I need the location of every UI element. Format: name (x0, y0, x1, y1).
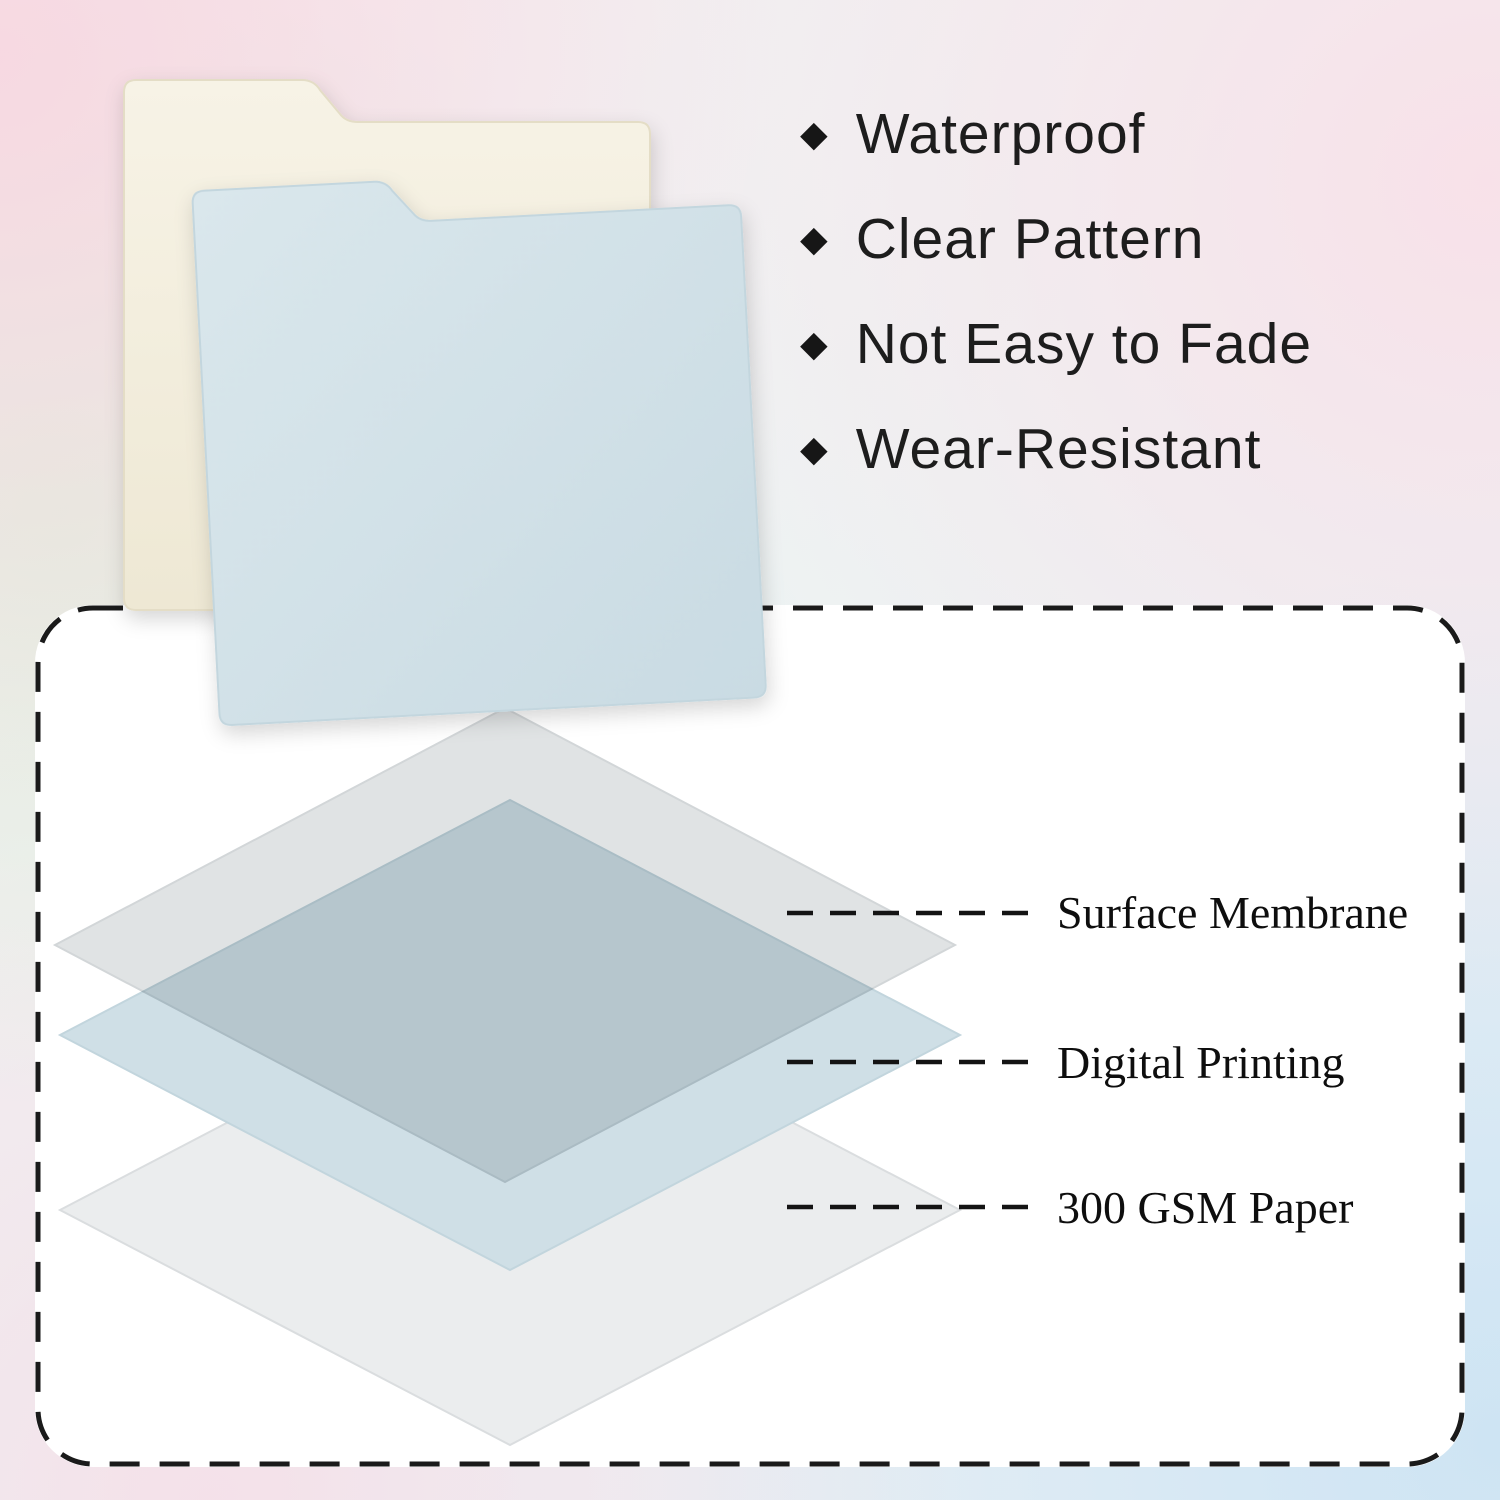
diamond-bullet-icon: ◆ (800, 218, 828, 259)
feature-label: Wear-Resistant (855, 417, 1262, 481)
front-folder-shape (191, 180, 767, 726)
printing-label: Digital Printing (1057, 1037, 1345, 1088)
membrane-layer-shape (52, 706, 958, 1184)
layers-diagram (52, 706, 1040, 1447)
feature-item: ◆ Not Easy to Fade (800, 312, 1313, 376)
feature-label: Not Easy to Fade (855, 312, 1313, 376)
file-folders-image (123, 79, 767, 726)
paper-label: 300 GSM Paper (1057, 1182, 1354, 1233)
membrane-label: Surface Membrane (1057, 887, 1409, 938)
feature-item: ◆ Wear-Resistant (800, 417, 1312, 481)
feature-list: ◆ Waterproof ◆ Clear Pattern ◆ Not Easy … (800, 102, 1313, 523)
layers-panel: Surface Membrane Digital Printing 300 GS… (35, 605, 1465, 1467)
feature-label: Waterproof (855, 102, 1146, 166)
diamond-bullet-icon: ◆ (800, 113, 828, 154)
feature-item: ◆ Clear Pattern (800, 207, 1312, 271)
feature-label: Clear Pattern (855, 207, 1205, 271)
diamond-bullet-icon: ◆ (800, 323, 828, 364)
feature-item: ◆ Waterproof (800, 102, 1312, 166)
diamond-bullet-icon: ◆ (800, 428, 828, 469)
